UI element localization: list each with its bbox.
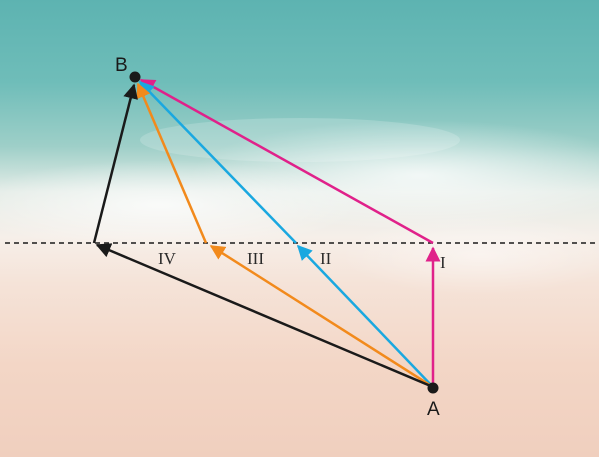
surf-foam [340, 215, 599, 295]
route-iv-segment-2 [92, 83, 138, 244]
route-i-segment-2 [139, 78, 434, 245]
point-b-dot [129, 71, 141, 83]
route-iv-segment-1 [95, 243, 434, 389]
route-iii-segment-2 [136, 82, 208, 244]
route-iv-label: IV [158, 249, 177, 268]
route-iii-label: III [247, 249, 264, 268]
wave-crest [140, 118, 460, 162]
point-b-label: B [115, 55, 128, 76]
route-ii-segment-1 [296, 244, 434, 388]
route-i-label: I [440, 253, 446, 272]
route-iii-segment-1 [209, 244, 434, 389]
route-ii-segment-2 [138, 80, 297, 244]
route-ii-label: II [320, 249, 332, 268]
point-a-dot [427, 382, 439, 394]
point-a-label: A [427, 399, 440, 420]
surf-foam [0, 160, 360, 250]
